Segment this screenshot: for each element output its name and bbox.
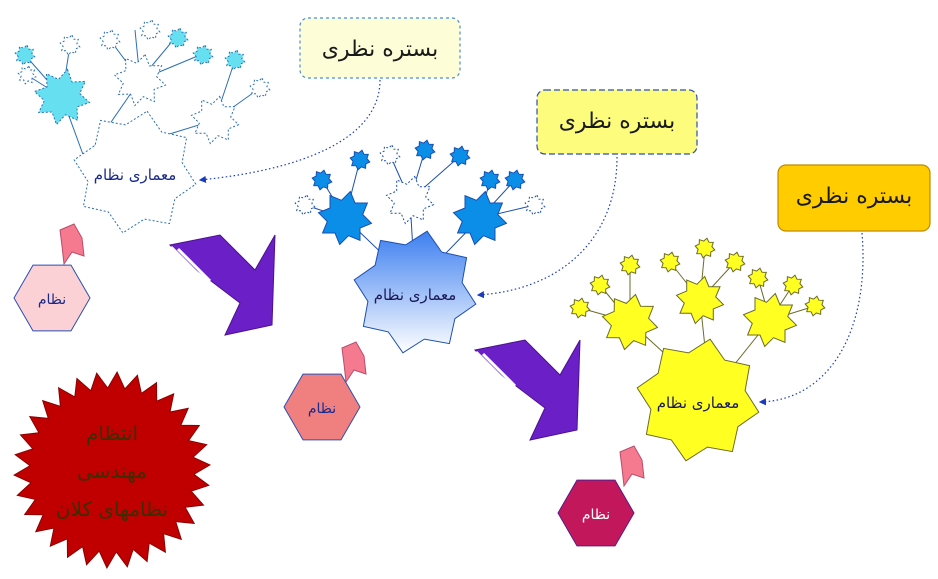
stage2-star-small	[349, 149, 371, 171]
stage1-star-small	[99, 29, 121, 51]
seal-line2: مهندسی	[77, 459, 147, 483]
seal-line1: انتظام	[86, 421, 138, 445]
stage2-star-small	[524, 194, 546, 216]
stage3-flag	[619, 445, 645, 488]
stage2-star-right	[452, 190, 508, 246]
stage3-star-small	[694, 237, 716, 259]
stage2-star-mid	[385, 175, 435, 225]
stage3-star-small	[589, 274, 611, 296]
stage3-star-small	[659, 251, 681, 273]
stage2-star-small	[294, 194, 316, 216]
stage1-system-hexagon	[13, 264, 91, 332]
stage3-star-small	[569, 297, 591, 319]
stage2-flag	[341, 341, 367, 384]
stage1-star-small	[59, 34, 81, 56]
stage1-star-small	[224, 49, 246, 71]
stage1-star-small	[139, 19, 161, 41]
stage3-star-left	[601, 293, 659, 351]
stage1-star-small	[14, 44, 36, 66]
stage1-system-label: نظام	[38, 292, 66, 308]
big-arrow-2	[467, 339, 581, 441]
stage1-star-large	[33, 68, 91, 126]
stage2-star-small	[414, 139, 436, 161]
stage3-star-small	[724, 251, 746, 273]
stage3-star-small	[747, 267, 769, 289]
stage2-star-small	[379, 144, 401, 166]
stage2-scope-connector	[476, 156, 618, 299]
stage2-theoretical-scope-box-label: بستره نظری	[559, 109, 676, 134]
stage2-theoretical-scope-box	[536, 89, 698, 155]
seal-line3: نظامهای کلان	[56, 497, 168, 521]
stage1-architecture-star	[73, 110, 197, 234]
stage2-star-left	[317, 190, 373, 246]
stage1-architecture-label: معماری نظام	[94, 166, 177, 184]
stage1-star-mid	[113, 53, 167, 107]
stage2-star-small	[311, 169, 333, 191]
stage3-theoretical-scope-box-label: بستره نظری	[796, 184, 913, 209]
stage3-architecture-star	[636, 338, 760, 462]
stage1-theoretical-scope-box	[299, 17, 461, 79]
stage1-star-small	[192, 44, 214, 66]
stage2-star-small	[449, 145, 471, 167]
stage3-star-right	[742, 292, 798, 348]
stage3-theoretical-scope-box	[777, 164, 931, 232]
stage3-scope-connector	[758, 232, 864, 406]
stage3-system-hexagon	[557, 479, 635, 547]
stage3-star-small	[619, 254, 641, 276]
stage3-star-small	[782, 274, 804, 296]
seal-burst	[13, 371, 211, 569]
stage2-star-small	[479, 169, 501, 191]
stage2-system-label: نظام	[308, 401, 336, 417]
stage1-theoretical-scope-box-label: بستره نظری	[322, 37, 439, 62]
big-arrow-1	[162, 234, 276, 336]
stage1-star-small	[249, 77, 271, 99]
stage3-star-mid	[675, 275, 725, 325]
stage1-flag	[59, 223, 85, 266]
stage1-star-small	[167, 27, 189, 49]
stage1-star-right	[190, 95, 240, 145]
stage2-architecture-star	[353, 230, 477, 354]
stage2-star-small	[504, 169, 526, 191]
stage2-system-hexagon	[283, 373, 361, 441]
stage1-star-small	[17, 65, 37, 85]
stage3-star-small	[804, 295, 826, 317]
stage3-system-label: نظام	[582, 507, 610, 523]
stage3-architecture-label: معماری نظام	[657, 394, 740, 412]
stage2-architecture-label: معماری نظام	[374, 286, 457, 304]
